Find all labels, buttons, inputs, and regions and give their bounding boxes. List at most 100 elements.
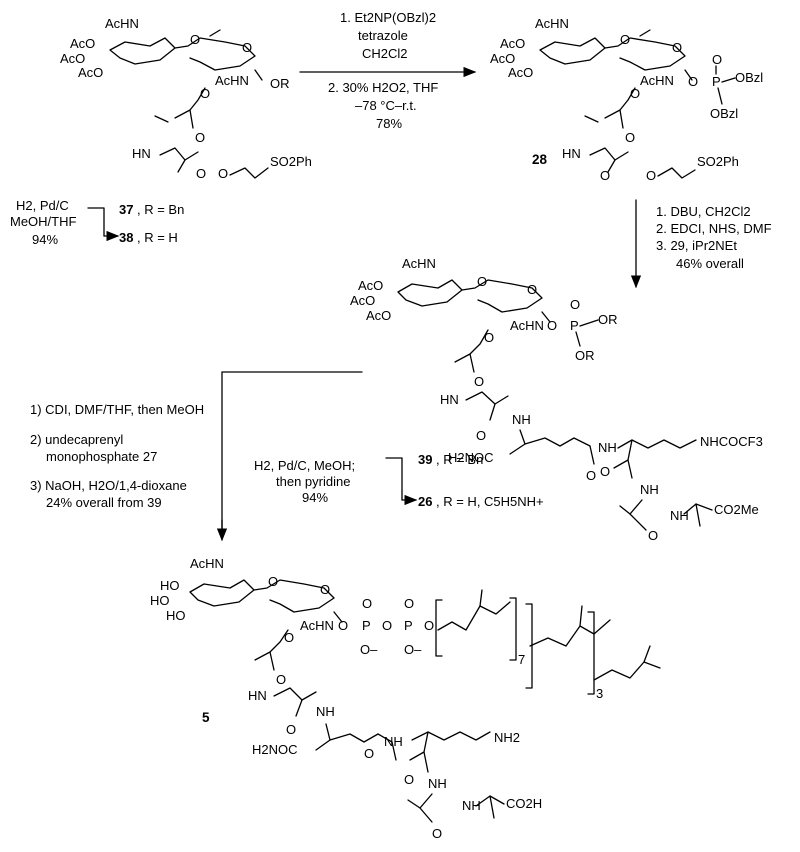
hn-label: HN	[440, 392, 459, 407]
nh-label: NH	[640, 482, 659, 497]
achn-label: AcHN	[510, 318, 544, 333]
compound-39-26-structure: AcHN AcO AcO AcO O O AcHN O P O OR OR O …	[350, 256, 763, 543]
phosphoryl-o-label: O	[362, 596, 372, 611]
compound-28-label: 28	[532, 152, 548, 167]
nh-label: NH	[670, 508, 689, 523]
h2noc-label: H2NOC	[252, 742, 298, 757]
compound-26-r: , R = H, C5H5NH+	[436, 494, 544, 509]
ester-o-label: O	[646, 168, 656, 183]
conditions-meoh-thf: MeOH/THF	[10, 214, 77, 229]
carbonyl-o-label: O	[404, 772, 414, 787]
co2h-label: CO2H	[506, 796, 542, 811]
or-label: OR	[270, 76, 290, 91]
condition-dbu: 1. DBU, CH2Cl2	[656, 204, 751, 219]
ester-o-label: O	[218, 166, 228, 181]
compound-38-label: 38	[119, 230, 133, 245]
carbonyl-o-label: O	[432, 826, 442, 841]
aco-label: AcO	[70, 36, 95, 51]
achn-label: AcHN	[190, 556, 224, 571]
bridge-o-label: O	[382, 618, 392, 633]
o-minus-label: O–	[404, 642, 422, 657]
ring-o-label: O	[284, 630, 294, 645]
compound-39-r: , R = Bn	[436, 452, 483, 467]
compound-38-r: , R = H	[137, 230, 178, 245]
carbonyl-o-label: O	[600, 464, 610, 479]
ring-o-label: O	[320, 582, 330, 597]
condition-tetrazole: tetrazole	[358, 28, 408, 43]
achn-label: AcHN	[105, 16, 139, 31]
ring-o-label: O	[200, 86, 210, 101]
compound-28-structure: AcHN AcO AcO AcO O O AcHN O P O OBzl OBz…	[490, 16, 763, 183]
hn-label: HN	[132, 146, 151, 161]
carbonyl-o-label: O	[648, 528, 658, 543]
phosphorus-label: P	[570, 318, 579, 333]
achn-label: AcHN	[300, 618, 334, 633]
so2ph-label: SO2Ph	[697, 154, 739, 169]
nh-label: NH	[384, 734, 403, 749]
achn-label: AcHN	[535, 16, 569, 31]
or-label: OR	[598, 312, 618, 327]
ring-o-label: O	[672, 40, 682, 55]
condition-yield-24: 24% overall from 39	[46, 495, 162, 510]
ring-o-label: O	[527, 282, 537, 297]
carbonyl-o-label: O	[276, 672, 286, 687]
aco-label: AcO	[350, 293, 375, 308]
condition-pyridine: then pyridine	[276, 474, 350, 489]
aco-label: AcO	[78, 65, 103, 80]
phosphoryl-o-label: O	[570, 297, 580, 312]
achn-label: AcHN	[402, 256, 436, 271]
compound-5-structure: AcHN HO HO HO O O AcHN O P O O– O P O O–…	[150, 556, 661, 841]
achn-label: AcHN	[640, 73, 674, 88]
carbonyl-o-label: O	[476, 428, 486, 443]
condition-undecaprenyl: 2) undecaprenyl	[30, 432, 123, 447]
compound-5-label: 5	[202, 710, 210, 725]
conditions-h2-pdc: H2, Pd/C	[16, 198, 69, 213]
phosphorus-label: P	[404, 618, 413, 633]
achn-label: AcHN	[215, 73, 249, 88]
nh-label: NH	[598, 440, 617, 455]
or-label: OR	[575, 348, 595, 363]
compound-37-label: 37	[119, 202, 133, 217]
left-reaction-conditions: 1) CDI, DMF/THF, then MeOH 2) undecapren…	[30, 402, 204, 510]
reaction-37-to-38: H2, Pd/C MeOH/THF 94% 37 , R = Bn 38 , R…	[10, 198, 184, 247]
h2noc-label: H2NOC	[448, 450, 494, 465]
condition-yield-46: 46% overall	[676, 256, 744, 271]
carbonyl-o-label: O	[474, 374, 484, 389]
compound-37-38-structure: AcHN AcO AcO AcO O O AcHN OR O O HN O O …	[60, 16, 312, 181]
ester-o-label: O	[424, 618, 434, 633]
condition-step2: 2. 30% H2O2, THF	[328, 80, 438, 95]
aco-label: AcO	[500, 36, 525, 51]
carbonyl-o-label: O	[195, 130, 205, 145]
ring-o-label: O	[190, 32, 200, 47]
ring-o-label: O	[477, 274, 487, 289]
phosphate-o-label: O	[547, 318, 557, 333]
carbonyl-o-label: O	[364, 746, 374, 761]
compound-26-label: 26	[418, 494, 432, 509]
compound-37-r: , R = Bn	[137, 202, 184, 217]
obzl-label: OBzl	[735, 70, 763, 85]
nh-label: NH	[512, 412, 531, 427]
aco-label: AcO	[490, 51, 515, 66]
phosphoryl-o-label: O	[712, 52, 722, 67]
compound-39-label: 39	[418, 452, 432, 467]
repeat-count-7: 7	[518, 652, 525, 667]
carbonyl-o-label: O	[286, 722, 296, 737]
o-minus-label: O–	[360, 642, 378, 657]
top-reaction-conditions: 1. Et2NP(OBzl)2 tetrazole CH2Cl2 2. 30% …	[328, 10, 438, 131]
nhcocf3-label: NHCOCF3	[700, 434, 763, 449]
nh-label: NH	[462, 798, 481, 813]
right-reaction-conditions: 1. DBU, CH2Cl2 2. EDCI, NHS, DMF 3. 29, …	[656, 204, 772, 271]
carbonyl-o-label: O	[600, 168, 610, 183]
so2ph-label: SO2Ph	[270, 154, 312, 169]
ho-label: HO	[160, 578, 180, 593]
nh-label: NH	[316, 704, 335, 719]
ho-label: HO	[166, 608, 186, 623]
co2me-label: CO2Me	[714, 502, 759, 517]
ring-o-label: O	[242, 40, 252, 55]
aco-label: AcO	[358, 278, 383, 293]
phosphate-o-label: O	[688, 74, 698, 89]
hn-label: HN	[248, 688, 267, 703]
obzl-label: OBzl	[710, 106, 738, 121]
nh2-label: NH2	[494, 730, 520, 745]
